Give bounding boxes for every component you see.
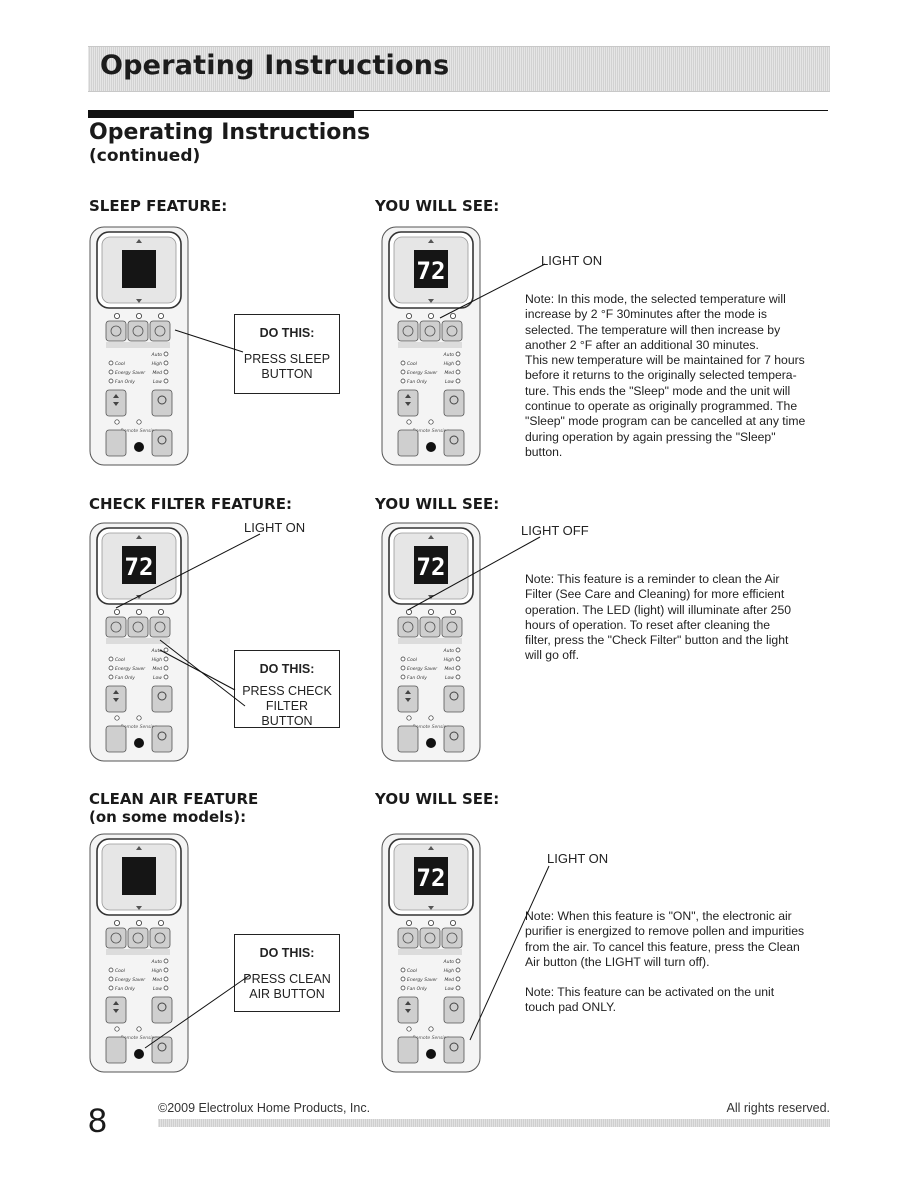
- clean-press-pointer: [144, 974, 251, 1049]
- svg-text:Remote Sensing: Remote Sensing: [121, 724, 158, 730]
- svg-text:Low: Low: [153, 986, 162, 992]
- svg-text:Low: Low: [445, 986, 454, 992]
- svg-text:High: High: [152, 657, 162, 663]
- svg-text:Cool: Cool: [407, 657, 418, 663]
- clean-see-label: YOU WILL SEE:: [375, 790, 500, 808]
- display-digits: 72: [125, 553, 154, 581]
- filter-do-this-box: DO THIS: PRESS CHECK FILTER BUTTON: [234, 650, 340, 728]
- svg-text:Low: Low: [153, 379, 162, 385]
- clean-note: Note: When this feature is "ON", the ele…: [525, 909, 805, 1015]
- svg-text:Med: Med: [444, 370, 454, 376]
- svg-text:Cool: Cool: [115, 968, 126, 974]
- svg-text:Fan Only: Fan Only: [407, 379, 427, 385]
- filter-note: Note: This feature is a reminder to clea…: [525, 572, 792, 663]
- display-digits: 72: [417, 257, 446, 285]
- section-subtitle: (continued): [89, 146, 201, 166]
- filter-light-on-pointer: [115, 533, 261, 609]
- svg-text:High: High: [152, 361, 162, 367]
- svg-text:Energy Saver: Energy Saver: [407, 977, 438, 983]
- clean-do-this-box: DO THIS: PRESS CLEAN AIR BUTTON: [234, 934, 340, 1012]
- svg-text:Energy Saver: Energy Saver: [407, 370, 438, 376]
- svg-text:Med: Med: [152, 666, 162, 672]
- sleep-see-label: YOU WILL SEE:: [375, 197, 500, 215]
- svg-text:High: High: [152, 968, 162, 974]
- sleep-light-label: LIGHT ON: [541, 253, 603, 268]
- clean-feature-label: CLEAN AIR FEATURE: [89, 790, 259, 808]
- svg-text:Remote Sensing: Remote Sensing: [121, 1035, 158, 1041]
- svg-text:Energy Saver: Energy Saver: [115, 370, 146, 376]
- svg-text:Cool: Cool: [115, 657, 126, 663]
- filter-light-off-pointer: [407, 536, 541, 611]
- svg-text:Remote Sensing: Remote Sensing: [121, 428, 158, 434]
- svg-text:Auto: Auto: [151, 959, 163, 965]
- filter-light-on-label: LIGHT ON: [244, 520, 306, 535]
- svg-text:Auto: Auto: [443, 352, 455, 358]
- svg-text:Energy Saver: Energy Saver: [115, 666, 146, 672]
- svg-text:Fan Only: Fan Only: [115, 379, 135, 385]
- svg-text:Low: Low: [445, 379, 454, 385]
- svg-text:Auto: Auto: [151, 648, 163, 654]
- svg-text:Cool: Cool: [407, 361, 418, 367]
- filter-light-off-label: LIGHT OFF: [521, 523, 589, 538]
- svg-text:Remote Sensing: Remote Sensing: [413, 428, 450, 434]
- svg-text:Med: Med: [444, 977, 454, 983]
- copyright: ©2009 Electrolux Home Products, Inc.: [158, 1101, 371, 1115]
- display-digits: 72: [417, 864, 446, 892]
- filter-feature-label: CHECK FILTER FEATURE:: [89, 495, 292, 513]
- svg-text:Fan Only: Fan Only: [407, 986, 427, 992]
- svg-text:Cool: Cool: [407, 968, 418, 974]
- clean-light-label: LIGHT ON: [547, 851, 609, 866]
- svg-text:Fan Only: Fan Only: [115, 675, 135, 681]
- section-title: Operating Instructions: [89, 120, 371, 145]
- svg-text:Energy Saver: Energy Saver: [407, 666, 438, 672]
- svg-text:High: High: [444, 968, 454, 974]
- filter-press-pointer-b: [159, 649, 236, 691]
- clean-feature-label-2: (on some models):: [89, 808, 247, 826]
- sleep-feature-label: SLEEP FEATURE:: [89, 197, 228, 215]
- svg-text:Med: Med: [444, 666, 454, 672]
- sleep-light-pointer: [439, 263, 546, 319]
- svg-text:Low: Low: [153, 675, 162, 681]
- filter-see-label: YOU WILL SEE:: [375, 495, 500, 513]
- svg-text:Energy Saver: Energy Saver: [115, 977, 146, 983]
- svg-text:Cool: Cool: [115, 361, 126, 367]
- header-title: Operating Instructions: [100, 50, 450, 81]
- svg-text:Remote Sensing: Remote Sensing: [413, 724, 450, 730]
- rights-reserved: All rights reserved.: [726, 1101, 830, 1115]
- svg-text:Auto: Auto: [443, 959, 455, 965]
- svg-text:Fan Only: Fan Only: [407, 675, 427, 681]
- svg-text:Remote Sensing: Remote Sensing: [413, 1035, 450, 1041]
- display-digits: 72: [417, 553, 446, 581]
- svg-text:Med: Med: [152, 370, 162, 376]
- sleep-press-pointer: [174, 329, 244, 353]
- svg-text:Med: Med: [152, 977, 162, 983]
- sleep-do-this-box: DO THIS: PRESS SLEEP BUTTON: [234, 314, 340, 394]
- svg-text:High: High: [444, 657, 454, 663]
- svg-text:Auto: Auto: [151, 352, 163, 358]
- sleep-note: Note: In this mode, the selected tempera…: [525, 292, 806, 459]
- page-number: 8: [88, 1102, 107, 1140]
- svg-text:Fan Only: Fan Only: [115, 986, 135, 992]
- title-rule-thick: [88, 110, 354, 118]
- clean-light-pointer: [469, 865, 550, 1041]
- header-band: [88, 46, 830, 92]
- footer-band: [158, 1119, 830, 1127]
- svg-text:High: High: [444, 361, 454, 367]
- svg-text:Auto: Auto: [443, 648, 455, 654]
- title-rule-thin: [354, 110, 828, 111]
- svg-text:Low: Low: [445, 675, 454, 681]
